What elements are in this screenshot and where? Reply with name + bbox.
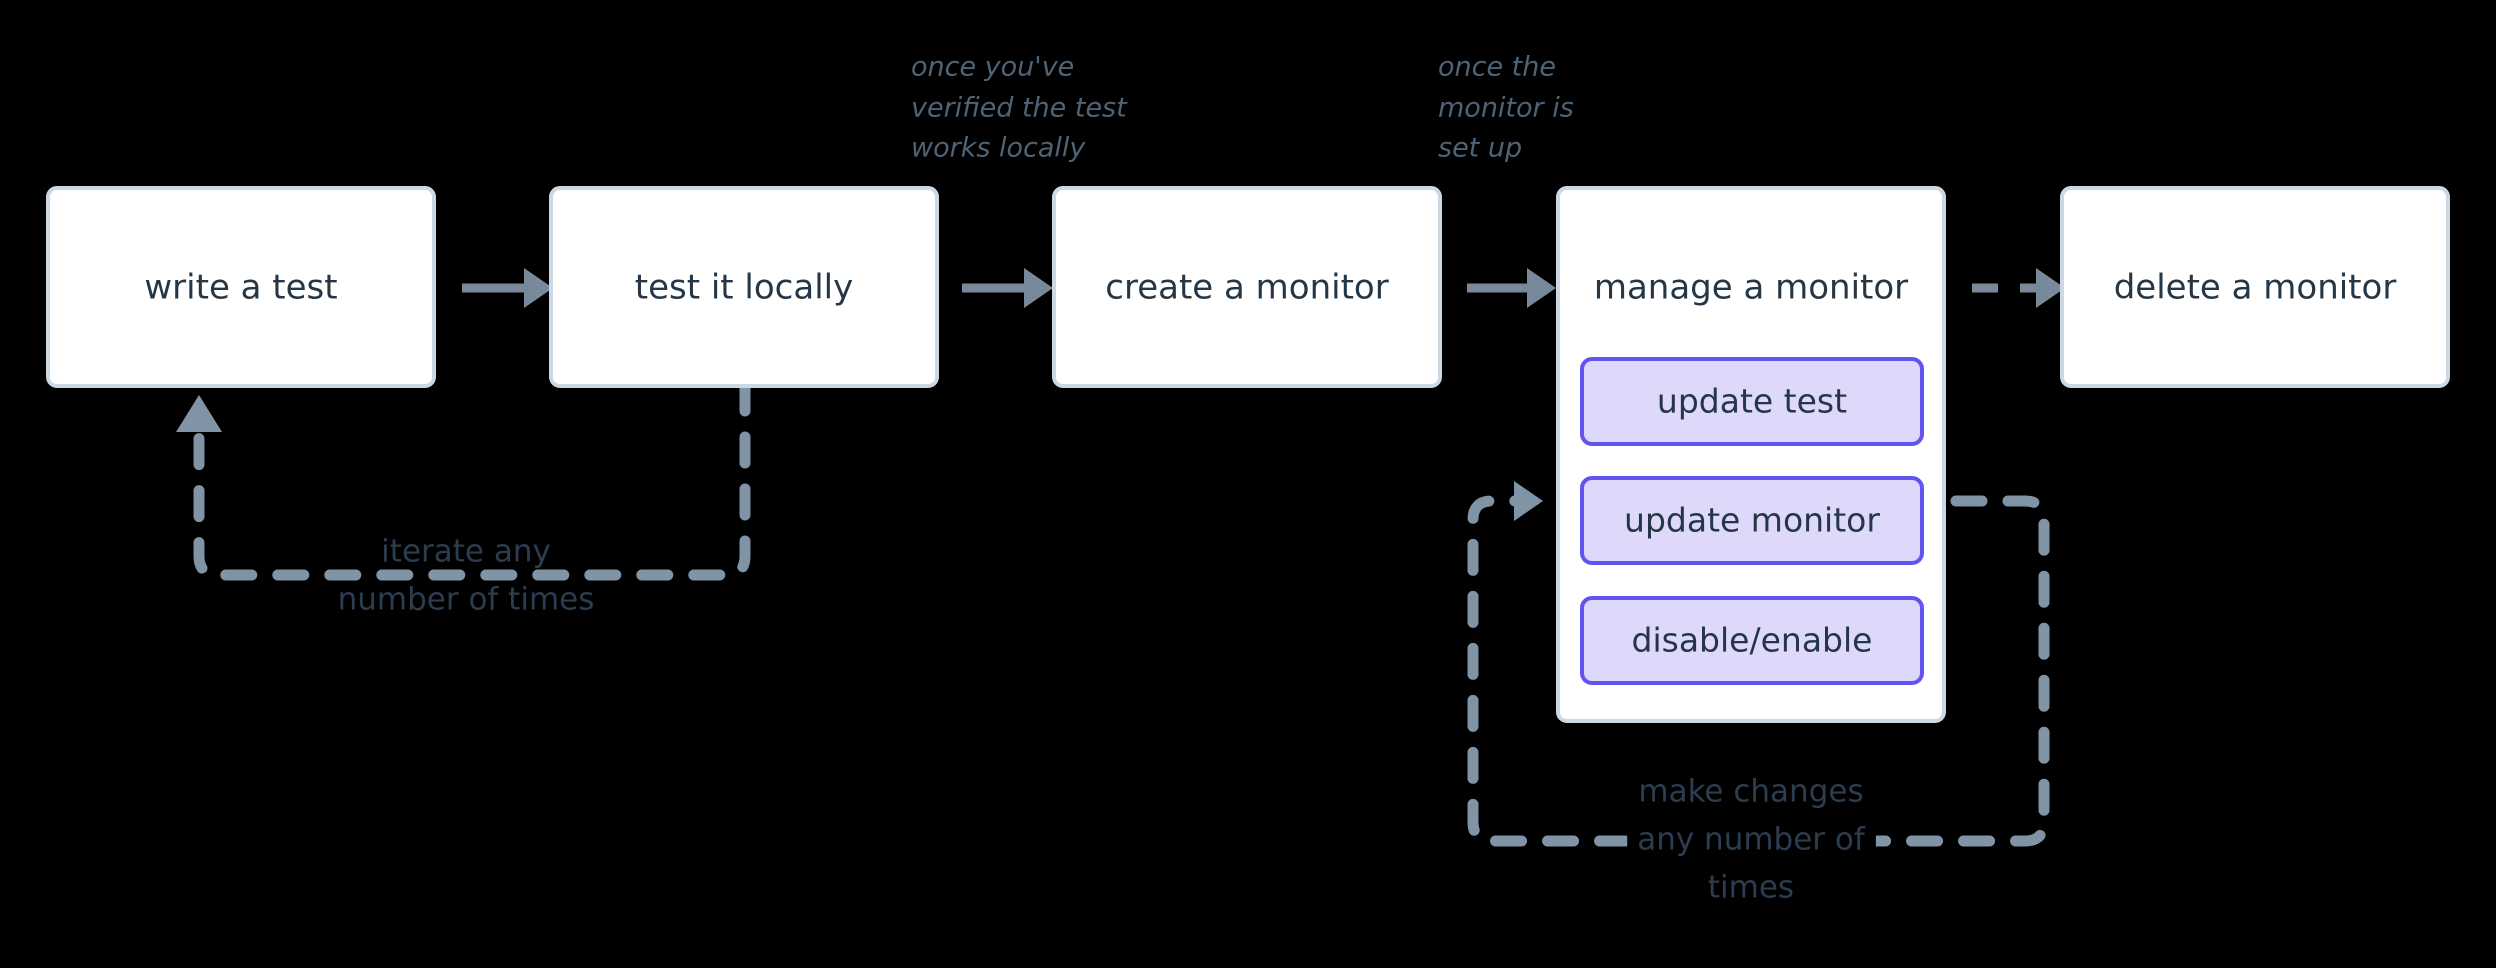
node-test-it-locally-box[interactable] xyxy=(549,186,939,388)
edge-note-setup-line1: once the xyxy=(1438,52,1556,83)
edge-note-verified-line3: works locally xyxy=(911,133,1086,164)
label-backdrop xyxy=(1627,819,1876,860)
node-manage-a-monitor-box[interactable] xyxy=(1556,186,1946,723)
sub-node-update-monitor[interactable]: update monitor xyxy=(1580,476,1924,565)
node-delete-a-monitor-label: delete a monitor xyxy=(2114,268,2397,308)
node-delete-a-monitor-box[interactable] xyxy=(2060,186,2450,388)
sub-node-update-test-label: update test xyxy=(1657,382,1847,421)
connector-test-to-create xyxy=(962,268,1053,308)
node-write-a-test-label: write a test xyxy=(144,268,337,308)
node-test-it-locally-label: test it locally xyxy=(635,268,853,308)
node-create-a-monitor-label: create a monitor xyxy=(1105,268,1388,308)
loop-label-make-changes-line1: make changes xyxy=(1638,774,1863,810)
edge-note-setup-line3: set up xyxy=(1438,133,1522,164)
connector-manage-to-delete xyxy=(1972,268,2065,308)
node-write-a-test-box[interactable] xyxy=(46,186,436,388)
sub-node-update-test[interactable]: update test xyxy=(1580,357,1924,446)
sub-node-update-monitor-box[interactable] xyxy=(1580,476,1924,565)
node-manage-a-monitor[interactable]: manage a monitor update test update moni… xyxy=(1556,186,1946,723)
sub-node-disable-enable-box[interactable] xyxy=(1580,596,1924,685)
connector-write-to-test xyxy=(462,268,553,308)
node-delete-a-monitor[interactable]: delete a monitor xyxy=(2060,186,2450,388)
loop-label-iterate-line2: number of times xyxy=(338,582,595,618)
loop-label-make-changes-line3: times xyxy=(1708,870,1794,906)
node-create-a-monitor-box[interactable] xyxy=(1052,186,1442,388)
node-test-it-locally[interactable]: test it locally xyxy=(549,186,939,388)
edge-note-setup: once the monitor is set up xyxy=(1438,52,1574,164)
node-manage-a-monitor-label: manage a monitor xyxy=(1594,268,1908,308)
sub-node-update-monitor-label: update monitor xyxy=(1624,501,1880,540)
loop-label-make-changes: make changes any number of times xyxy=(1627,774,1876,906)
connector-create-to-manage xyxy=(1467,268,1556,308)
sub-node-update-test-box[interactable] xyxy=(1580,357,1924,446)
loop-iterate-path xyxy=(176,379,751,581)
loop-label-make-changes-line2: any number of xyxy=(1637,822,1866,858)
loop-label-iterate: iterate any number of times xyxy=(338,534,595,618)
edge-note-setup-line2: monitor is xyxy=(1438,93,1574,124)
node-create-a-monitor[interactable]: create a monitor xyxy=(1052,186,1442,388)
edge-note-verified-line1: once you've xyxy=(911,52,1074,83)
edge-note-verified: once you've verified the test works loca… xyxy=(911,52,1128,164)
sub-node-disable-enable-label: disable/enable xyxy=(1632,621,1873,660)
loop-label-iterate-line1: iterate any xyxy=(381,534,551,570)
sub-node-disable-enable[interactable]: disable/enable xyxy=(1580,596,1924,685)
edge-note-verified-line2: verified the test xyxy=(911,93,1128,124)
node-write-a-test[interactable]: write a test xyxy=(46,186,436,388)
